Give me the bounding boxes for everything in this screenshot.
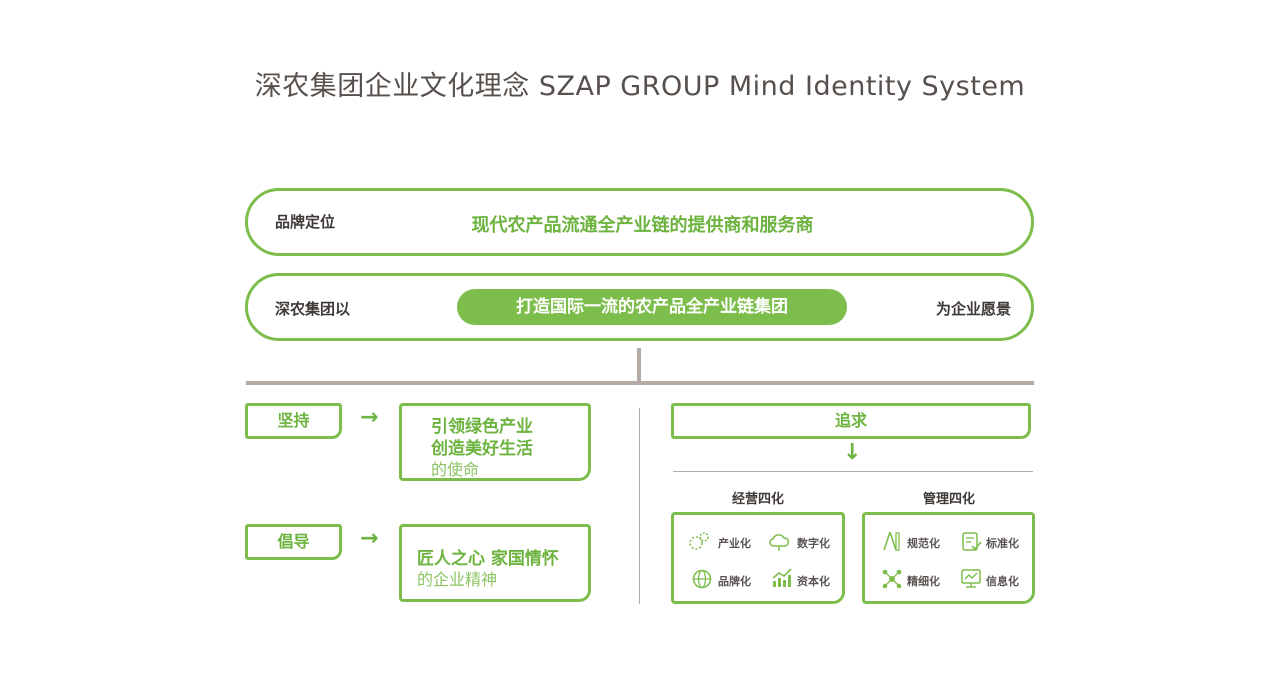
positioning-label: 品牌定位 (275, 213, 336, 231)
pursuit-tag: 追求 (671, 403, 1031, 439)
mission-tag: 坚持 (245, 403, 342, 439)
network-nodes-icon (882, 569, 902, 589)
management-item-1: 规范化 (907, 537, 940, 550)
spirit-tag: 倡导 (245, 524, 342, 560)
spirit-box: 匠人之心 家国情怀 的企业精神 (399, 524, 591, 602)
operations-item-2: 数字化 (797, 537, 830, 550)
vision-prefix: 深农集团以 (275, 300, 351, 318)
ruler-compass-icon (883, 531, 900, 551)
vision-suffix: 为企业愿景 (935, 300, 1011, 318)
pursuit-divider (673, 471, 1033, 472)
management-item-2: 标准化 (986, 537, 1019, 550)
mission-line2: 创造美好生活 (431, 439, 533, 459)
vision-highlight: 打造国际一流的农产品全产业链集团 (457, 289, 847, 325)
vision-pill: 深农集团以 打造国际一流的农产品全产业链集团 为企业愿景 (245, 273, 1034, 341)
spirit-arrow-icon: → (360, 526, 379, 551)
globe-icon (692, 569, 712, 589)
connector-horizontal (246, 381, 1034, 385)
growth-chart-icon (772, 568, 792, 587)
cloud-icon (769, 534, 790, 551)
operations-item-1: 产业化 (718, 537, 751, 550)
operations-title: 经营四化 (731, 492, 784, 507)
management-box: 规范化 标准化 精细化 信息化 (862, 512, 1035, 604)
positioning-text: 现代农产品流通全产业链的提供商和服务商 (471, 215, 814, 236)
monitor-chart-icon (961, 569, 981, 588)
management-title: 管理四化 (922, 492, 975, 507)
spirit-line1: 匠人之心 家国情怀 (417, 549, 559, 569)
positioning-pill: 品牌定位 现代农产品流通全产业链的提供商和服务商 (245, 188, 1034, 256)
pursuit-arrow-icon: ↓ (843, 440, 862, 465)
management-item-4: 信息化 (986, 575, 1019, 588)
center-divider (639, 408, 640, 604)
mission-box: 引领绿色产业 创造美好生活 的使命 (399, 403, 591, 481)
industrialization-icon (689, 532, 709, 550)
operations-item-3: 品牌化 (718, 575, 751, 588)
mission-arrow-icon: → (360, 405, 379, 430)
mission-line1: 引领绿色产业 (431, 417, 533, 437)
management-item-3: 精细化 (907, 575, 940, 588)
page-title: 深农集团企业文化理念 SZAP GROUP Mind Identity Syst… (254, 71, 1026, 102)
mission-line3: 的使命 (431, 460, 480, 479)
checklist-icon (962, 532, 982, 551)
operations-item-4: 资本化 (797, 575, 830, 588)
operations-box: 产业化 数字化 品牌化 资本化 (671, 512, 845, 604)
spirit-line2: 的企业精神 (417, 570, 498, 589)
connector-vertical (637, 348, 641, 384)
